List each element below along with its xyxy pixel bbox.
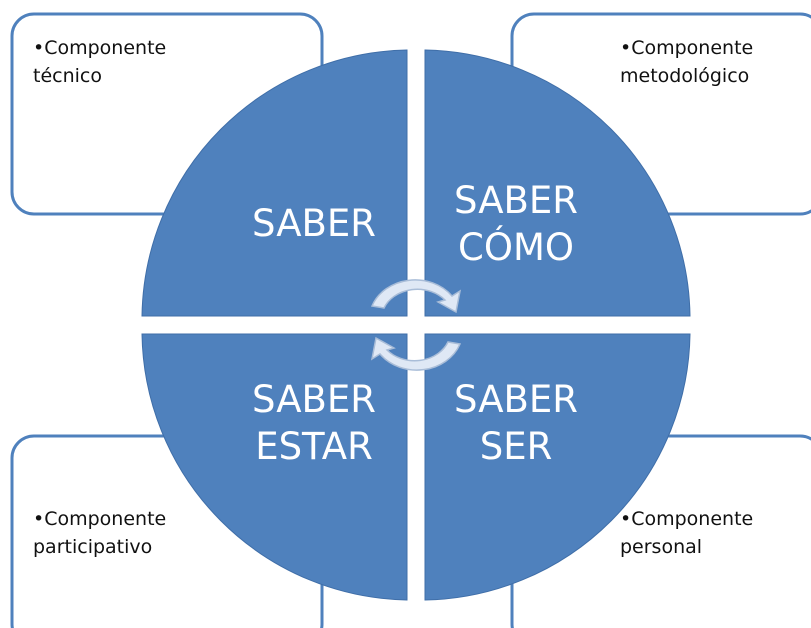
corner-bullet-line: •Componente — [620, 37, 754, 59]
corner-text-top-left: •Componente técnico — [33, 34, 166, 90]
quadrant-label-saber-estar: SABER ESTAR — [214, 376, 414, 470]
corner-bullet-line: •Componente — [620, 508, 754, 530]
quadrant-label-line: SER — [479, 425, 553, 468]
cycle-arrow-upper — [370, 279, 462, 314]
corner-bullet-line: •Componente — [33, 508, 167, 530]
quadrant-label-line: SABER — [454, 378, 578, 421]
corner-bullet-line: •Componente — [33, 37, 167, 59]
corner-text-bottom-left: •Componente participativo — [33, 505, 166, 561]
corner-text-top-right: •Componente metodológico — [620, 34, 753, 90]
corner-second-line: técnico — [33, 65, 102, 87]
circular-arrows-icon — [370, 279, 462, 371]
corner-second-line: participativo — [33, 536, 153, 558]
cycle-arrow-lower — [370, 336, 462, 371]
quadrant-label-saber-ser: SABER SER — [416, 376, 616, 470]
quadrant-saber — [141, 49, 408, 317]
quadrant-label-line: SABER — [252, 378, 376, 421]
corner-text-bottom-right: •Componente personal — [620, 505, 753, 561]
quadrant-saber-como — [424, 49, 691, 317]
quadrant-label-saber-como: SABER CÓMO — [416, 177, 616, 271]
corner-second-line: metodológico — [620, 65, 750, 87]
quadrant-saber-estar — [141, 333, 408, 601]
quadrant-label-saber: SABER — [214, 200, 414, 247]
quadrant-label-line: ESTAR — [255, 425, 373, 468]
corner-second-line: personal — [620, 536, 703, 558]
quadrant-saber-ser — [424, 333, 691, 601]
quadrant-label-line: SABER — [252, 202, 376, 245]
quadrant-label-line: CÓMO — [457, 226, 574, 269]
quadrant-label-line: SABER — [454, 179, 578, 222]
